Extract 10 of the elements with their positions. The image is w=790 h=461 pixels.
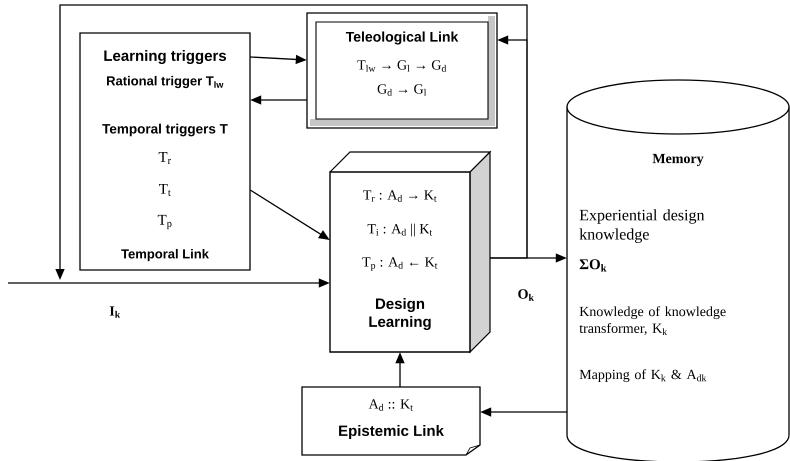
node-label: Knowledge of knowledge transformer, K$_{k}$ xyxy=(579,306,726,336)
trigger-box: Learning triggers Rational trigger T$_{lw}$ Temporal triggers T T$_{r}$ T$_{t}$ T$_{p}$ Temporal Link xyxy=(79,32,251,271)
node-label: ΣO$_{k}$ xyxy=(580,259,606,272)
double-frame-box: Teleological Link T$_{lw}$ → G$_{l}$ → G$_{d}$ G$_{d}$ → G$_{l}$ xyxy=(306,12,498,129)
node-label: Experiential design knowledge xyxy=(580,209,704,243)
edge-label: O$_{k}$ xyxy=(516,288,536,302)
node-label: Memory xyxy=(652,154,704,166)
edge-label: I$_{k}$ xyxy=(108,305,122,319)
node-label: Mapping of K$_{k}$ & A$_{dk}$ xyxy=(580,369,706,382)
memory-cylinder: Memory Experiential design knowledge ΣO$_{k}$ Knowledge of knowledge transformer, K$_{k}$ Mapping of K$_{k}$ & A$_{dk}$ xyxy=(566,79,790,461)
